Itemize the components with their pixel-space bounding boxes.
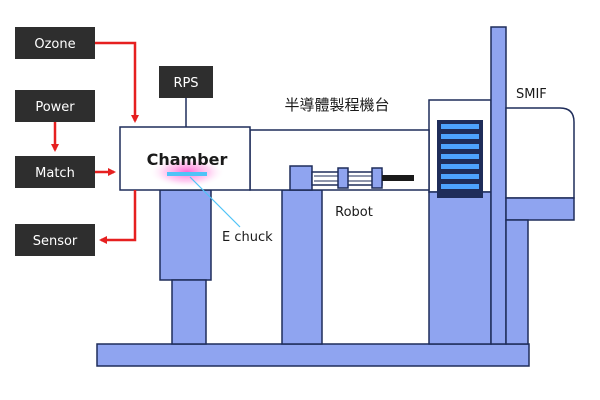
chamber-pedestal-upper (159, 189, 212, 281)
robot-arm-end (371, 167, 383, 189)
match-label: Match (35, 166, 75, 181)
robot-arm-joint (337, 167, 349, 189)
smif-pod (505, 107, 575, 199)
power-label: Power (35, 100, 75, 115)
robot-end-effector (382, 175, 414, 181)
chamber-to-sensor-arrow (99, 190, 137, 244)
wafer-slots (441, 124, 479, 189)
robot-label: Robot (335, 205, 373, 220)
sensor-label: Sensor (33, 234, 78, 249)
power-box (15, 90, 95, 122)
match-box (15, 156, 95, 188)
platform-title: 半導體製程機台 (284, 96, 389, 114)
rps-label: RPS (173, 76, 198, 91)
smif-leg (505, 219, 529, 345)
chamber-pedestal-lower (171, 279, 207, 345)
smif-body (428, 191, 492, 345)
base-platform (96, 343, 530, 367)
robot-base (289, 165, 313, 191)
e-chuck-label: E chuck (222, 230, 273, 245)
rps-box (159, 66, 213, 98)
smif-pole (490, 26, 507, 345)
robot-column (281, 189, 323, 345)
chamber-label: Chamber (147, 150, 228, 169)
smif-label: SMIF (516, 87, 547, 102)
ozone-label: Ozone (34, 37, 75, 52)
ozone-to-chamber-arrow (95, 41, 139, 123)
ozone-box (15, 27, 95, 59)
e-chuck-pointer (189, 176, 241, 228)
smif-shelf (505, 197, 575, 221)
sensor-box (15, 224, 95, 256)
e-chuck-plate (167, 172, 207, 176)
